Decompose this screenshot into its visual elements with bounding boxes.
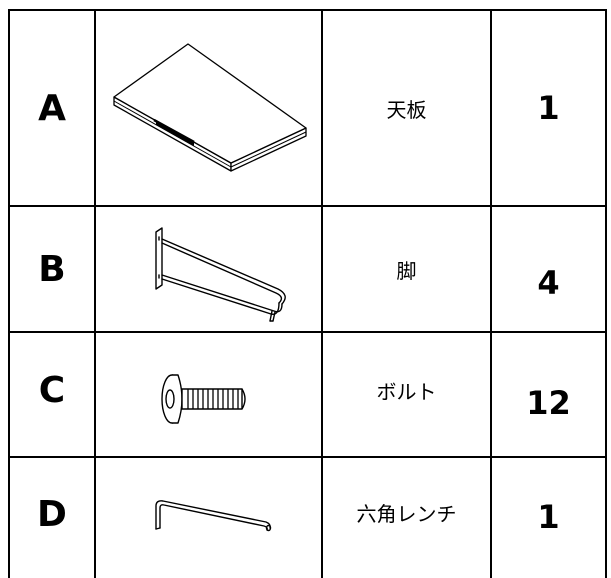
column-divider [8,9,10,578]
tabletop-icon [113,43,307,172]
part-image-cell [96,207,321,331]
part-quantity: 1 [537,498,560,536]
part-quantity-cell: 1 [492,458,605,578]
part-quantity: 4 [537,264,560,302]
part-letter: A [38,87,66,129]
column-divider [321,9,323,578]
part-name-cell: ボルト [323,333,490,456]
part-name: 六角レンチ [356,501,457,526]
column-divider [94,9,96,578]
hex-wrench-icon [155,500,272,532]
part-name-cell: 天板 [323,11,490,205]
part-row-a: A [10,11,94,205]
part-letter: C [38,370,66,411]
row-divider [8,456,607,458]
part-name: 天板 [386,97,427,122]
row-divider [8,205,607,207]
column-divider [605,9,607,578]
part-row-b: B [10,207,94,331]
part-name: ボルト [376,380,437,404]
column-divider [490,9,492,578]
row-divider [8,9,607,11]
part-name-cell: 六角レンチ [323,458,490,578]
part-image-cell [96,458,321,578]
hairpin-leg-icon [155,227,286,322]
part-row-c: C [10,333,94,456]
part-image-cell [96,11,321,205]
part-quantity-cell: 1 [492,11,605,205]
part-letter: D [37,493,67,535]
row-divider [8,331,607,333]
part-name-cell: 脚 [323,207,490,331]
bolt-icon [161,374,246,424]
part-quantity: 1 [537,89,560,127]
part-row-d: D [10,458,94,578]
part-image-cell [96,333,321,456]
part-quantity-cell: 12 [492,333,605,456]
part-letter: B [38,248,66,290]
part-quantity-cell: 4 [492,207,605,331]
part-quantity: 12 [526,383,571,422]
part-name: 脚 [396,258,417,283]
